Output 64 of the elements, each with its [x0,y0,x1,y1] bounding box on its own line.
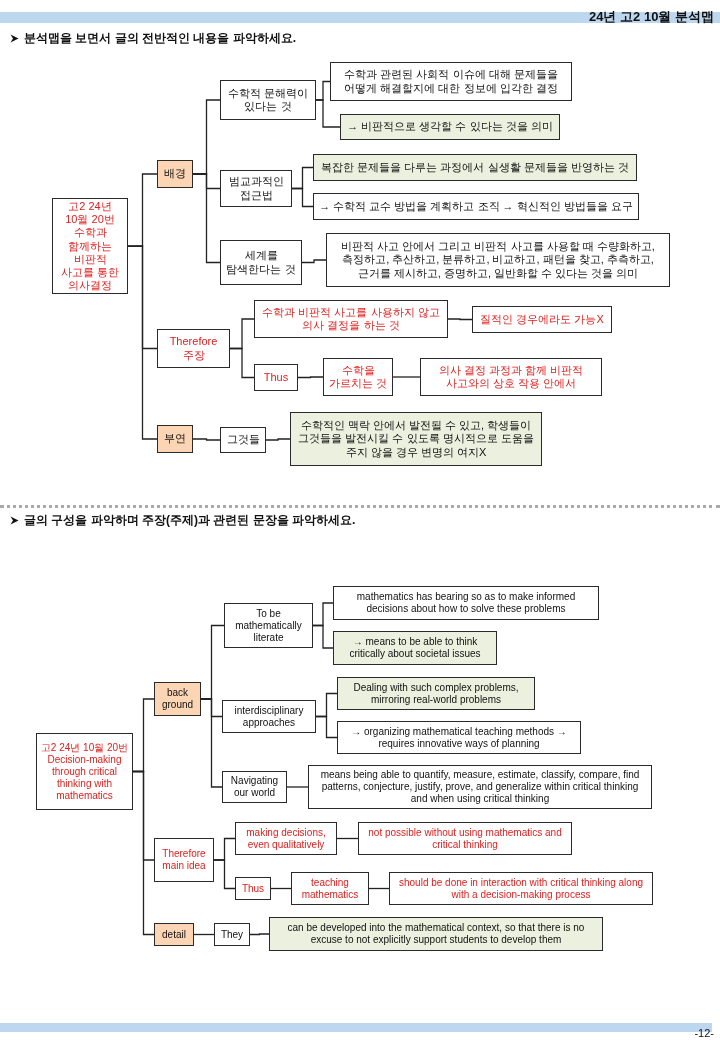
point-box: Thus [235,877,271,900]
detail-box: → means to be able to think critically about societal issues [333,631,497,665]
detail-box: → 비판적으로 생각할 수 있다는 것을 의미 [340,114,560,140]
instruction-text: 글의 구성을 파악하며 주장(주제)과 관련된 문장을 파악하세요. [24,512,356,529]
detail-box: 수학적인 맥락 안에서 발전될 수 있고, 학생들이 그것들을 발전시킬 수 있도록 명시적으로 도움을 주지 않을 경우 변명의 여지X [290,412,542,466]
point-box: making decisions, even qualitatively [235,822,337,855]
connector-line [200,698,223,788]
connector-line [447,318,473,321]
point-box: interdisciplinary approaches [222,700,316,733]
page-header: 24년 고2 10월 분석맵 [589,8,714,26]
point-box: 세계를 탐색한다는 것 [220,240,302,285]
category-box: Therefore 주장 [157,329,230,368]
connector-line [315,715,338,739]
detail-box: 의사 결정 과정과 함께 비판적 사고와의 상호 작용 안에서 [420,358,602,396]
connector-line [315,99,341,128]
category-box: back ground [154,682,201,716]
connector-line [265,438,291,441]
point-box: Navigating our world [222,771,287,803]
detail-box: should be done in interaction with critical thinking along with a decision-making process [389,872,653,905]
category-box: detail [154,923,194,946]
detail-box: 질적인 경우에라도 가능X [472,306,612,333]
topic-box: 고2 24년 10월 20번 수학과 함께하는 비판적 사고를 통한 의사결정 [52,198,128,295]
point-box: To be mathematically literate [224,603,313,648]
detail-box: 비판적 사고 안에서 그리고 비판적 사고를 사용할 때 수량화하고, 측정하고, 추산하고, 분류하고, 비교하고, 패턴을 찾고, 추측하고, 근거를 제시하고, 증명하고, 일반화할 수 있다는 것을 의미 [326,233,670,287]
category-box: Therefore main idea [154,838,214,882]
connector-line [368,887,390,890]
connector-line [132,770,155,936]
detail-box: means being able to quantify, measure, estimate, classify, compare, find patterns, conjecture, justify, prove, and generalize within critical thinking and when using critical thinking [308,765,652,809]
point-box: teaching mathematics [291,872,369,905]
point-box: Thus [254,364,298,391]
point-box: 수학을 가르치는 것 [323,358,393,396]
detail-box: 복잡한 문제들을 다루는 과정에서 실생활 문제들을 반영하는 것 [313,154,637,181]
connector-line [213,859,236,890]
detail-box: mathematics has bearing so as to make informed decisions about how to solve these problems [333,586,599,620]
detail-box: → 수학적 교수 방법을 계획하고 조직 → 혁신적인 방법들을 요구 [313,193,639,220]
connector-line [270,887,292,890]
connector-line [312,624,334,649]
connector-line [392,376,421,378]
connector-line [229,347,255,379]
point-box: 범교과적인 접근법 [220,170,292,207]
connector-line [192,173,221,264]
connector-line [336,837,359,840]
page-number: -12- [694,1027,714,1039]
detail-box: can be developed into the mathematical context, so that there is no excuse to not explicitly support students to develop them [269,917,603,951]
detail-box: not possible without using mathematics and critical thinking [358,822,572,855]
connector-line [249,933,270,936]
category-box: 배경 [157,160,193,188]
connector-line [192,438,221,441]
connector-line [193,933,215,936]
topic-box: 고2 24년 10월 20번 Decision-making through critical thinking with mathematics [36,733,133,810]
point-box: 수학적 문해력이 있다는 것 [220,80,316,120]
instruction-text: 분석맵을 보면서 글의 전반적인 내용을 파악하세요. [24,30,296,47]
connector-line [291,187,314,208]
detail-box: Dealing with such complex problems, mirroring real-world problems [337,677,535,710]
connector-line [286,786,309,788]
detail-box: → organizing mathematical teaching methods → requires innovative ways of planning [337,721,581,754]
point-box: They [214,923,250,946]
connector-line [127,245,158,440]
connector-line [297,376,324,379]
connector-line [301,259,327,264]
point-box: 수학과 비판적 사고를 사용하지 않고 의사 결정을 하는 것 [254,300,448,338]
detail-box: 수학과 관련된 사회적 이슈에 대해 문제들을 어떻게 해결할지에 대한 정보에 입각한 결정 [330,62,572,101]
point-box: 그것들 [220,427,266,453]
category-box: 부연 [157,425,193,453]
